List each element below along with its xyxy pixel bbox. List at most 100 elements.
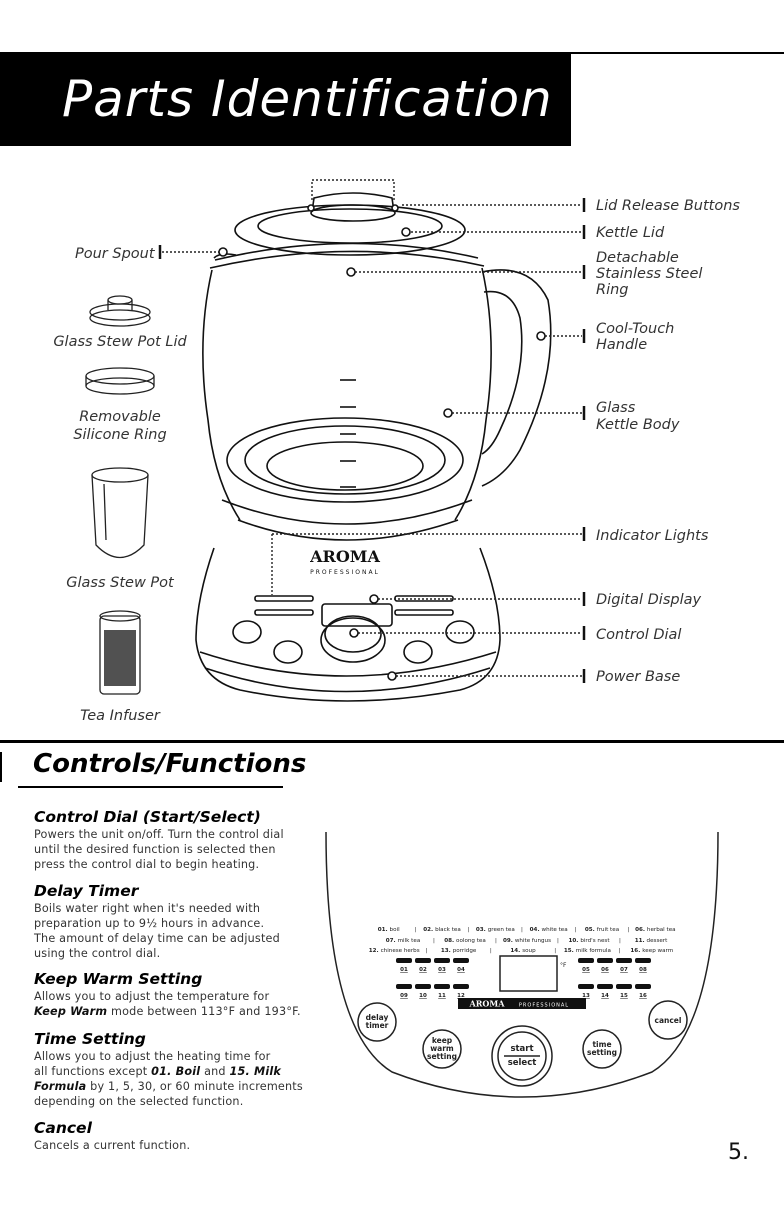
separator: | xyxy=(490,948,492,954)
page-number: 5. xyxy=(728,1140,749,1165)
text-line: The amount of delay time can be adjusted xyxy=(34,932,280,945)
indicator-light xyxy=(434,958,450,963)
function-item: 10. bird's nest xyxy=(568,938,610,944)
label-removable-silicone-ring-2: Silicone Ring xyxy=(73,427,167,443)
label-digital-display: Digital Display xyxy=(596,592,702,608)
label-steel-ring-3: Ring xyxy=(596,282,629,298)
text-line: using the control dial. xyxy=(34,947,161,960)
function-item: 05. fruit tea xyxy=(585,927,619,933)
indicator-number: 06 xyxy=(601,967,609,973)
label-lid-release-buttons: Lid Release Buttons xyxy=(596,198,740,214)
text-line: press the control dial to begin heating. xyxy=(34,858,260,871)
indicator-light xyxy=(396,958,412,963)
indicator-number: 15 xyxy=(620,993,628,999)
label-kettle-body-1: Glass xyxy=(596,400,636,416)
start-dial-label[interactable]: start xyxy=(510,1044,533,1054)
section-control-dial: Control Dial (Start/Select) Powers the u… xyxy=(34,808,304,872)
separator: | xyxy=(574,927,576,933)
label-glass-stew-pot-lid: Glass Stew Pot Lid xyxy=(53,334,187,350)
indicator-number: 04 xyxy=(457,967,465,973)
delay-timer-button-label-1[interactable]: delay xyxy=(366,1013,389,1022)
section-cancel: Cancel Cancels a current function. xyxy=(34,1119,304,1153)
section-time-setting: Time Setting Allows you to adjust the he… xyxy=(34,1030,304,1109)
function-item: 07. milk tea xyxy=(386,938,421,944)
controls-title-underline xyxy=(18,786,283,788)
separator: | xyxy=(495,938,497,944)
label-indicator-lights: Indicator Lights xyxy=(596,528,709,544)
label-steel-ring-2: Stainless Steel xyxy=(596,266,703,282)
indicator-number: 14 xyxy=(601,993,609,999)
text-line: Boils water right when it's needed with xyxy=(34,902,261,915)
label-kettle-lid: Kettle Lid xyxy=(596,225,665,241)
section-delay-timer: Delay Timer Boils water right when it's … xyxy=(34,882,304,961)
heading-delay-timer: Delay Timer xyxy=(34,882,139,900)
indicator-light xyxy=(616,958,632,963)
indicator-light xyxy=(396,984,412,989)
text-line: Allows you to adjust the heating time fo… xyxy=(34,1050,271,1063)
select-dial-label[interactable]: select xyxy=(508,1058,537,1068)
text-line: Formula by 1, 5, 30, or 60 minute increm… xyxy=(34,1080,303,1093)
function-item: 13. porridge xyxy=(441,948,477,954)
keep-warm-button-label-3[interactable]: setting xyxy=(427,1052,457,1061)
section-keep-warm: Keep Warm Setting Allows you to adjust t… xyxy=(34,970,304,1019)
brand-logo: AROMA xyxy=(309,547,380,566)
function-item: 02. black tea xyxy=(423,927,461,933)
label-power-base: Power Base xyxy=(596,669,681,685)
function-item: 16. keep warm xyxy=(630,948,673,954)
label-kettle-body-2: Kettle Body xyxy=(596,417,680,433)
separator: | xyxy=(619,948,621,954)
keep-warm-button-label-1[interactable]: keep xyxy=(432,1036,453,1045)
margin-mark xyxy=(0,752,2,782)
separator: | xyxy=(619,938,621,944)
indicator-number: 12 xyxy=(457,993,465,999)
function-item: 11. dessert xyxy=(635,938,668,944)
top-rule xyxy=(0,52,784,54)
indicator-light xyxy=(578,958,594,963)
brand-sub: PROFESSIONAL xyxy=(310,569,380,576)
text-line: preparation up to 9½ hours in advance. xyxy=(34,917,265,930)
panel-brand: AROMA xyxy=(469,999,506,1009)
control-panel-svg: 01. boil 02. black tea | 03. green tea | 04. … xyxy=(325,831,719,1098)
separator: | xyxy=(425,948,427,954)
time-setting-button-label-2[interactable]: setting xyxy=(587,1048,617,1057)
indicator-light xyxy=(616,984,632,989)
function-item: 03. green tea xyxy=(476,927,515,933)
function-item: 06. herbal tea xyxy=(635,927,676,933)
separator: | xyxy=(557,938,559,944)
heading-control-dial: Control Dial (Start/Select) xyxy=(34,808,261,826)
delay-timer-button-label-2[interactable]: timer xyxy=(366,1021,389,1030)
label-handle-2: Handle xyxy=(596,337,648,353)
keep-warm-button-label-2[interactable]: warm xyxy=(430,1044,454,1053)
function-item: 15. milk formula xyxy=(564,948,611,954)
label-pour-spout: Pour Spout xyxy=(75,246,155,262)
indicator-number: 10 xyxy=(419,993,427,999)
text-line: all functions except 01. Boil and 15. Mi… xyxy=(34,1065,282,1078)
function-item: 08. oolong tea xyxy=(444,938,486,944)
label-removable-silicone-ring-1: Removable xyxy=(79,409,161,425)
time-setting-button-label-1[interactable]: time xyxy=(592,1040,611,1049)
page-title: Parts Identification xyxy=(62,70,553,128)
control-panel-illustration: 01. boil 02. black tea | 03. green tea | 04. … xyxy=(322,831,722,1112)
indicator-number: 02 xyxy=(419,967,427,973)
text-line: Allows you to adjust the temperature for xyxy=(34,990,270,1003)
function-item: 01. boil xyxy=(378,927,400,933)
indicator-light xyxy=(635,958,651,963)
text-line: Powers the unit on/off. Turn the control… xyxy=(34,828,284,841)
indicator-number: 05 xyxy=(582,967,590,973)
indicator-number: 13 xyxy=(582,993,590,999)
text-line: until the desired function is selected t… xyxy=(34,843,276,856)
label-handle-1: Cool-Touch xyxy=(596,321,675,337)
section-divider xyxy=(0,740,784,743)
controls-title: Controls/Functions xyxy=(33,749,307,779)
function-item: 12. chinese herbs xyxy=(369,948,420,954)
separator: | xyxy=(433,938,435,944)
indicator-number: 16 xyxy=(639,993,647,999)
label-glass-stew-pot: Glass Stew Pot xyxy=(66,575,174,591)
function-item: 04. white tea xyxy=(530,927,568,933)
cancel-button-label[interactable]: cancel xyxy=(655,1016,682,1025)
indicator-number: 09 xyxy=(400,993,408,999)
panel-brand-sub: PROFESSIONAL xyxy=(519,1003,569,1009)
parts-diagram: AROMA PROFESSIONAL xyxy=(0,160,784,740)
